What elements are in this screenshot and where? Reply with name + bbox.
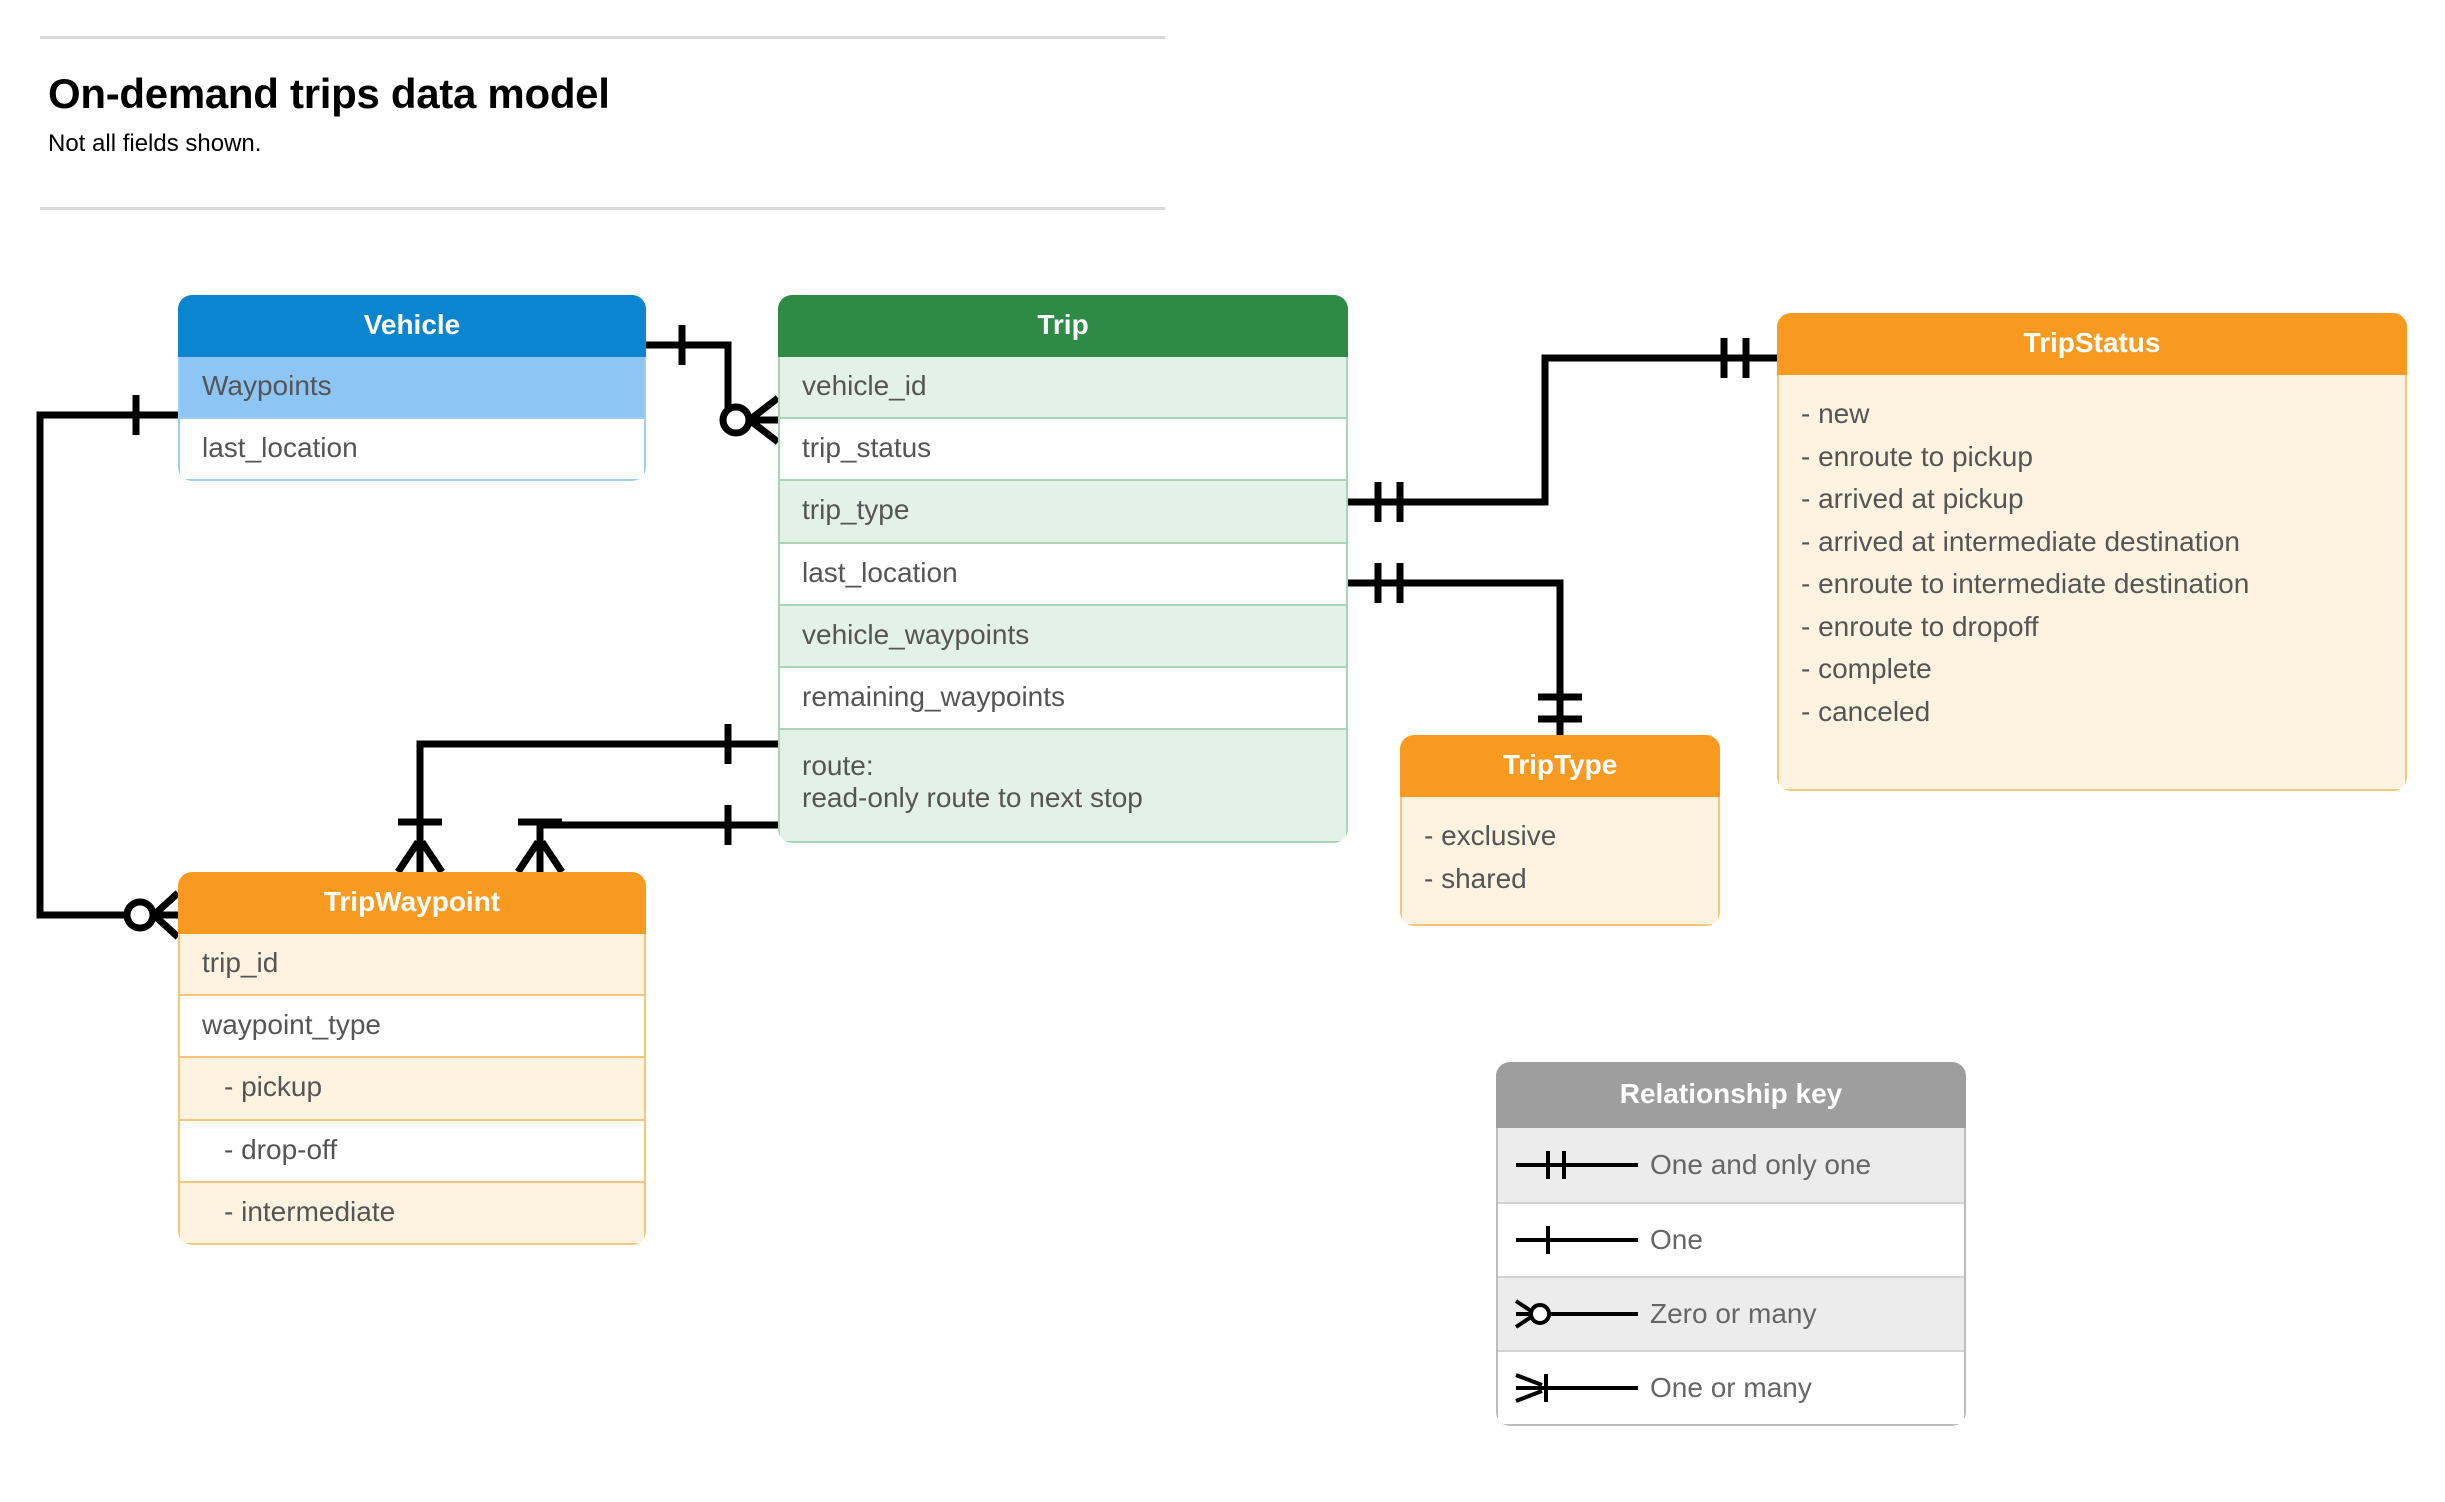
entity-tripwaypoint[interactable]: TripWaypoint trip_id waypoint_type - pic… xyxy=(178,872,646,1245)
link-trip-vehiclewaypoints-tripwaypoint xyxy=(416,740,778,872)
field-tripwaypoint-value-intermediate: - intermediate xyxy=(180,1180,644,1243)
entity-trip[interactable]: Trip vehicle_id trip_status trip_type la… xyxy=(778,295,1348,843)
page-title: On-demand trips data model xyxy=(48,70,610,117)
field-tripwaypoint-trip-id[interactable]: trip_id xyxy=(180,934,644,995)
field-tripwaypoint-value-dropoff: - drop-off xyxy=(180,1118,644,1181)
tripstatus-value: - new xyxy=(1801,398,1870,429)
entity-triptype-title: TripType xyxy=(1400,735,1720,797)
field-vehicle-last-location[interactable]: last_location xyxy=(180,417,644,480)
legend-item-one: One xyxy=(1498,1202,1964,1276)
one-icon xyxy=(1516,1226,1638,1254)
tripstatus-value: - enroute to intermediate destination xyxy=(1801,568,2250,600)
field-trip-vehicle-id[interactable]: vehicle_id xyxy=(780,357,1346,418)
header-divider-top xyxy=(40,36,1165,39)
field-trip-vehicle-waypoints[interactable]: vehicle_waypoints xyxy=(780,603,1346,666)
field-trip-trip-type[interactable]: trip_type xyxy=(780,479,1346,542)
entity-trip-title: Trip xyxy=(778,295,1348,357)
field-tripwaypoint-value-pickup: - pickup xyxy=(180,1056,644,1119)
one-and-only-one-icon xyxy=(1516,1151,1638,1179)
entity-tripwaypoint-title: TripWaypoint xyxy=(178,872,646,934)
legend-label: One or many xyxy=(1650,1372,1812,1403)
field-trip-remaining-waypoints[interactable]: remaining_waypoints xyxy=(780,665,1346,729)
field-tripwaypoint-waypoint-type[interactable]: waypoint_type xyxy=(180,994,644,1057)
field-trip-route-description: read-only route to next stop xyxy=(802,782,1143,814)
entity-vehicle[interactable]: Vehicle Waypoints last_location xyxy=(178,295,646,482)
one-or-many-icon xyxy=(1515,1373,1638,1403)
relationship-key: Relationship key One and only one xyxy=(1496,1062,1966,1426)
link-trip-remainingwaypoints-tripwaypoint xyxy=(536,821,778,872)
relationship-key-title: Relationship key xyxy=(1496,1062,1966,1128)
field-vehicle-waypoints[interactable]: Waypoints xyxy=(180,357,644,418)
triptype-value: - shared xyxy=(1424,862,1527,894)
entity-tripstatus[interactable]: TripStatus - new - enroute to pickup - a… xyxy=(1777,313,2407,792)
field-trip-route[interactable]: route: read-only route to next stop xyxy=(780,728,1346,841)
field-trip-last-location[interactable]: last_location xyxy=(780,541,1346,604)
legend-item-one-and-only-one: One and only one xyxy=(1498,1128,1964,1202)
entity-triptype-values: - exclusive - shared xyxy=(1400,797,1720,927)
tripstatus-value: - complete xyxy=(1801,653,1932,685)
legend-item-zero-or-many: Zero or many xyxy=(1498,1276,1964,1350)
legend-label: Zero or many xyxy=(1650,1298,1817,1329)
entity-vehicle-title: Vehicle xyxy=(178,295,646,357)
entity-trip-body: vehicle_id trip_status trip_type last_lo… xyxy=(778,357,1348,843)
link-trip-tripstatus xyxy=(1348,354,1777,506)
triptype-value: - exclusive xyxy=(1424,820,1557,851)
entity-tripstatus-title: TripStatus xyxy=(1777,313,2407,375)
entity-vehicle-body: Waypoints last_location xyxy=(178,357,646,482)
entity-tripstatus-values: - new - enroute to pickup - arrived at p… xyxy=(1777,375,2407,792)
zero-or-many-icon xyxy=(1514,1299,1638,1329)
entity-triptype[interactable]: TripType - exclusive - shared xyxy=(1400,735,1720,927)
legend-label: One and only one xyxy=(1650,1149,1872,1180)
page-subtitle: Not all fields shown. xyxy=(48,130,262,157)
link-vehicle-trip xyxy=(646,341,778,424)
field-trip-trip-status[interactable]: trip_status xyxy=(780,417,1346,480)
entity-tripwaypoint-body: trip_id waypoint_type - pickup - drop-of… xyxy=(178,934,646,1245)
field-trip-route-label: route: xyxy=(802,750,874,782)
legend-item-one-or-many: One or many xyxy=(1498,1350,1964,1424)
header-divider-bottom xyxy=(40,207,1165,210)
tripstatus-value: - enroute to dropoff xyxy=(1801,610,2039,642)
relationship-key-body: One and only one One xyxy=(1496,1128,1966,1426)
tripstatus-value: - arrived at intermediate destination xyxy=(1801,525,2240,557)
legend-label: One xyxy=(1650,1224,1703,1255)
tripstatus-value: - enroute to pickup xyxy=(1801,440,2033,472)
tripstatus-value: - canceled xyxy=(1801,695,1931,727)
tripstatus-value: - arrived at pickup xyxy=(1801,483,2024,515)
link-trip-triptype xyxy=(1348,579,1564,735)
link-vehicle-waypoints-tripwaypoint xyxy=(36,411,178,919)
